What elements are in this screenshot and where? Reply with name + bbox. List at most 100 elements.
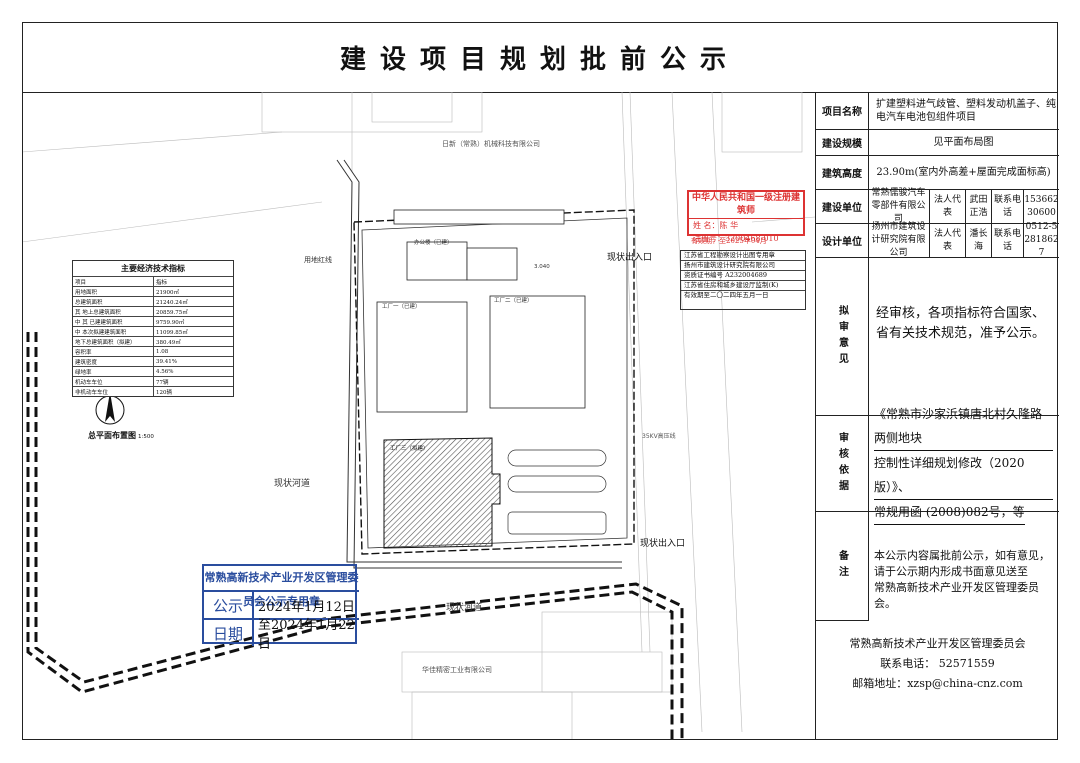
econ-cell-label: 项目 <box>73 277 154 286</box>
econ-cell-label: 绿地率 <box>73 367 154 376</box>
architect-reg: 注册号：3200468-010 <box>693 234 779 243</box>
designer-rep: 潘长海 <box>966 224 992 257</box>
designer-tel: 0512-52818627 <box>1024 222 1059 258</box>
builder-tel: 15366230600 <box>1024 194 1059 218</box>
site-plan: 日新（常熟）机械科技有限公司 华佳精密工业有限公司 现状河道 现状河道 现状出入… <box>22 92 815 740</box>
econ-cell-label: 中 本次拟建建筑面积 <box>73 327 154 336</box>
site-plan-drawing: 日新（常熟）机械科技有限公司 华佳精密工业有限公司 现状河道 现状河道 现状出入… <box>22 92 815 740</box>
opinion-label: 拟审意见 <box>836 304 848 369</box>
notice-title: 常熟高新技术产业开发区管理委员会公示专用章 <box>204 566 359 608</box>
notes-line-3: 常熟高新技术产业开发区管理委员会。 <box>874 581 1039 610</box>
econ-cell-label: 其 地上总建筑面积 <box>73 307 154 316</box>
basis-label-cell: 审核依据 <box>816 416 869 511</box>
basis-text: 《常熟市沙家浜镇唐北村久隆路两侧地块 控制性详细规划修改（2020版）》、 常规… <box>868 407 1059 525</box>
redline-label: 用地红线 <box>304 255 332 264</box>
notes-text: 本公示内容属批前公示，如有意见， 请于公示期内形成书面意见送至 常熟高新技术产业… <box>868 512 1059 656</box>
econ-row: 地下总建筑面积（拟建）380.49㎡ <box>73 336 233 346</box>
builder-rep-label: 法人代表 <box>930 190 966 223</box>
designer-tel-label: 联系电话 <box>992 224 1024 257</box>
econ-cell-label: 地下总建筑面积（拟建） <box>73 337 154 346</box>
econ-cell-value: 120辆 <box>156 389 172 396</box>
title-band: 建设项目规划批前公示 <box>22 22 1058 93</box>
row-designer: 设计单位 扬州市建筑设计研究院有限公司 法人代表 潘长海 联系电话 0512-5… <box>816 222 1059 258</box>
design-stamp-l3: 资质证书编号 A232004689 <box>681 271 805 281</box>
econ-cell-value: 11099.85㎡ <box>156 329 188 336</box>
bldg4-label: 工厂三（拟建） <box>390 444 429 452</box>
econ-cell-label: 总建筑面积 <box>73 297 154 306</box>
designer-value: 扬州市建筑设计研究院有限公司 <box>868 222 930 258</box>
neighbor-bottom-label: 华佳精密工业有限公司 <box>422 665 492 674</box>
architect-name-label: 姓 名： <box>693 221 720 230</box>
row-notes: 备注 本公示内容属批前公示，如有意见， 请于公示期内形成书面意见送至 常熟高新技… <box>816 512 1059 621</box>
opinion-text: 经审核，各项指标符合国家、省有关技术规范，准予公示。 <box>876 306 1046 341</box>
notice-stamp: 常熟高新技术产业开发区管理委员会公示专用章 公示 2024年1月12日 日期 至… <box>202 564 359 652</box>
architect-valid: 有效期：至2025年04月 <box>691 237 767 245</box>
river-label-2: 现状河道 <box>446 601 482 613</box>
design-stamp: 江苏省工程勘察设计出图专用章 扬州市建筑设计研究院有限公司 资质证书编号 A23… <box>680 250 806 310</box>
plan-title: 总平面布置图 <box>88 430 136 440</box>
architect-stamp-title: 中华人民共和国一级注册建筑师 <box>689 192 803 219</box>
info-panel: 项目名称 扩建塑料进气歧管、塑料发动机盖子、纯电汽车电池包组件项目 建设规模 见… <box>815 92 1059 740</box>
page-title: 建设项目规划批前公示 <box>339 44 740 75</box>
econ-cell-value: 21240.24㎡ <box>156 299 188 306</box>
econ-table-title: 主要经济技术指标 <box>121 264 185 273</box>
builder-rep: 武田正浩 <box>966 190 992 223</box>
econ-cell-value: 380.49㎡ <box>156 339 181 346</box>
design-stamp-l5: 有效期至二〇二四年五月一日 <box>684 291 769 299</box>
basis-line-3: 常规用函 (2008)082号，等 <box>874 500 1025 525</box>
econ-cell-value: 21900㎡ <box>156 289 179 296</box>
notice-label-2: 日期 <box>204 620 254 646</box>
bldg2-label: 工厂一（已建） <box>382 302 421 310</box>
height-value: 23.90m(室内外高差+屋面完成面标高) <box>876 167 1051 178</box>
econ-cell-value: 指标 <box>156 279 168 286</box>
econ-row: 项目指标 <box>73 276 233 286</box>
basis-line-2: 控制性详细规划修改（2020版）》、 <box>874 451 1053 500</box>
bldg1-label: 办公楼（已建） <box>414 238 453 246</box>
entrance-label-2: 现状出入口 <box>640 537 685 549</box>
row-height: 建筑高度 23.90m(室内外高差+屋面完成面标高) <box>816 156 1059 190</box>
notice-label-1: 公示 <box>204 592 254 618</box>
opinion-label-cell: 拟审意见 <box>816 258 869 415</box>
footer-org: 常熟高新技术产业开发区管理委员会 <box>849 637 1026 650</box>
econ-cell-value: 20859.75㎡ <box>156 309 188 316</box>
project-name-value: 扩建塑料进气歧管、塑料发动机盖子、纯电汽车电池包组件项目 <box>876 98 1056 123</box>
notes-label-cell: 备注 <box>816 512 869 621</box>
econ-cell-value: 9759.90㎡ <box>156 319 185 326</box>
econ-cell-label: 用地面积 <box>73 287 154 296</box>
row-basis: 审核依据 《常熟市沙家浜镇唐北村久隆路两侧地块 控制性详细规划修改（2020版）… <box>816 407 1059 525</box>
panel-footer: 常熟高新技术产业开发区管理委员会 联系电话： 52571559 邮箱地址：xzs… <box>816 620 1059 740</box>
row-opinion: 拟审意见 经审核，各项指标符合国家、省有关技术规范，准予公示。 <box>816 258 1059 416</box>
project-name-label: 项目名称 <box>816 92 869 129</box>
notes-line-2: 请于公示期内形成书面意见送至 <box>874 565 1028 578</box>
notice-start-date: 2024年1月12日 <box>258 599 355 615</box>
econ-cell-label: 机动车车位 <box>73 377 154 386</box>
river-label-1: 现状河道 <box>274 477 310 489</box>
builder-label: 建设单位 <box>816 190 869 223</box>
notes-line-1: 本公示内容属批前公示，如有意见， <box>874 549 1050 562</box>
econ-cell-value: 4.56% <box>156 368 174 375</box>
plan-scale: 1:500 <box>138 434 154 440</box>
econ-cell-label: 中 其 已建建筑面积 <box>73 317 154 326</box>
architect-stamp: 中华人民共和国一级注册建筑师 姓 名：陈 华 注册号：3200468-010 <box>687 190 805 243</box>
econ-cell-label: 建筑密度 <box>73 357 154 366</box>
footer-email: 邮箱地址：xzsp@china-cnz.com <box>852 677 1023 690</box>
row-project-name: 项目名称 扩建塑料进气歧管、塑料发动机盖子、纯电汽车电池包组件项目 <box>816 92 1059 130</box>
econ-cell-value: 39.41% <box>156 358 177 365</box>
scale-label: 建设规模 <box>816 130 869 155</box>
basis-label: 审核依据 <box>836 431 848 496</box>
road-label: 35KV高压线 <box>642 432 676 440</box>
scale-value: 见平面布局图 <box>933 137 994 148</box>
bldg3-label: 工厂二（已建） <box>494 296 533 304</box>
builder-tel-label: 联系电话 <box>992 190 1024 223</box>
